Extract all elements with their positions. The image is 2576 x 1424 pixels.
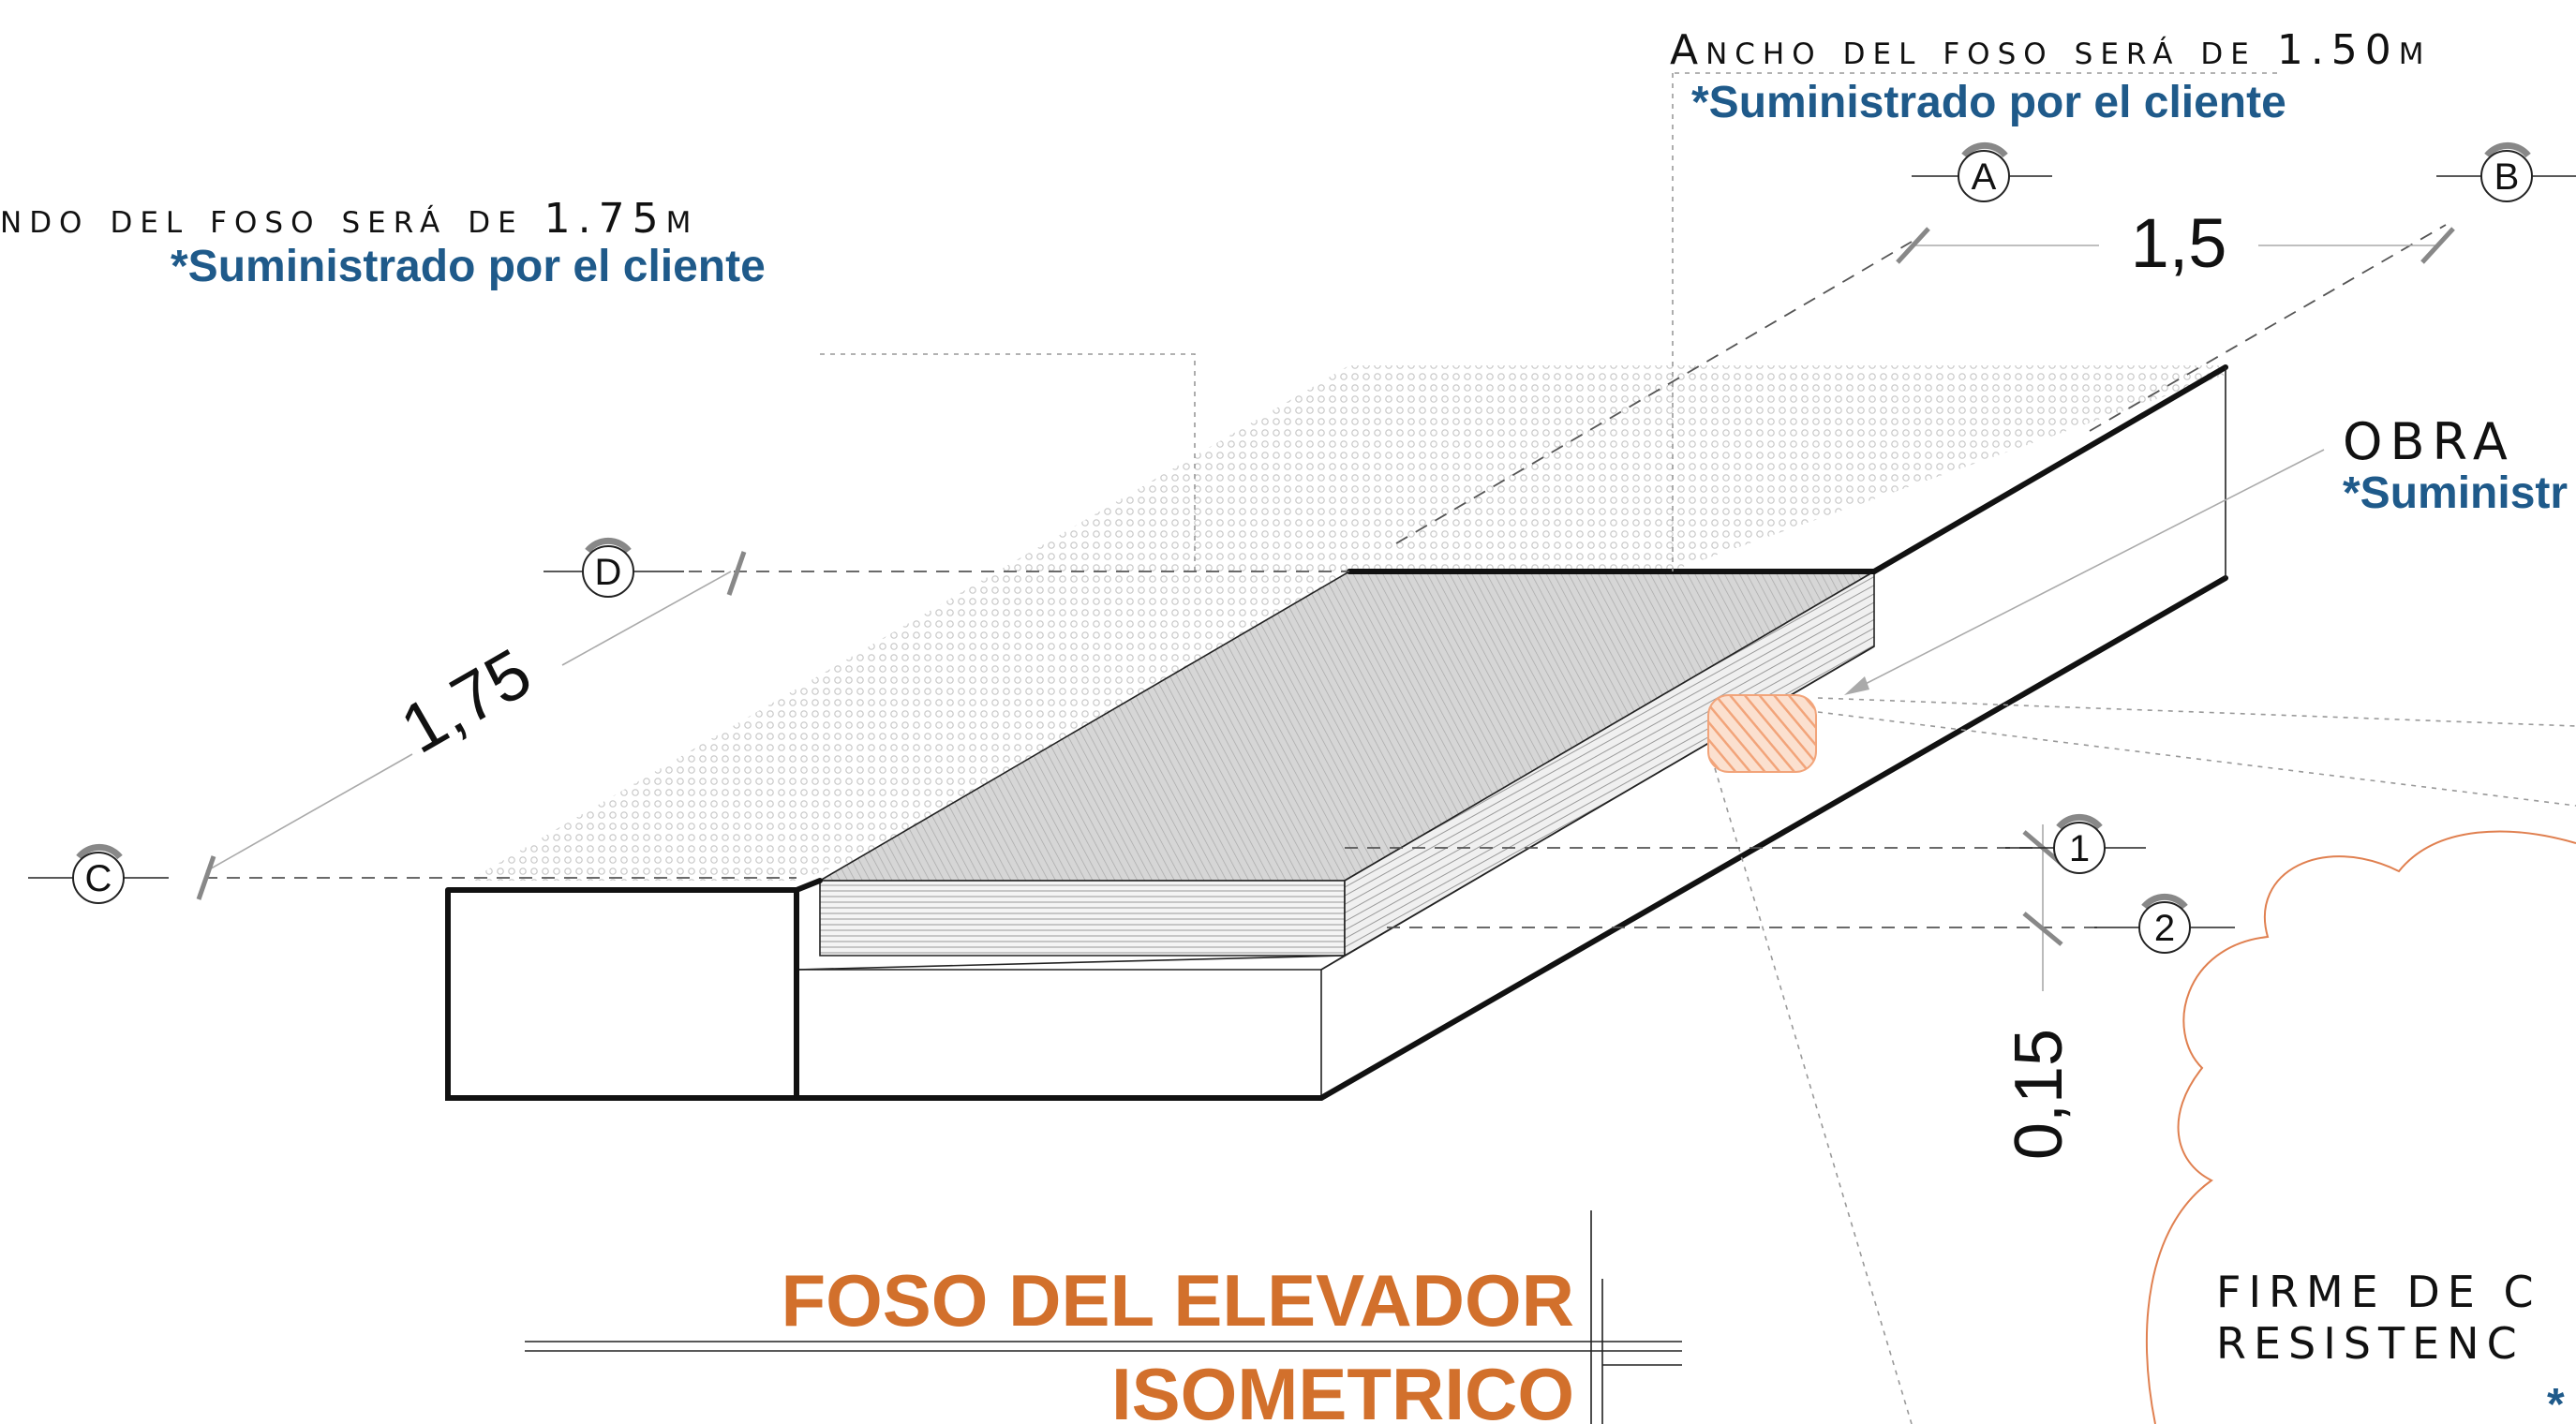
detail-callout-hatch (1707, 694, 1817, 773)
pit-base-front (796, 969, 1322, 1099)
svg-text:B: B (2494, 156, 2520, 198)
grid-bubble-1: 1 (2005, 813, 2146, 874)
dimension-fondo: 1,75 (388, 633, 543, 768)
grid-bubble-2: 2 (2094, 893, 2235, 954)
grid-bubble-d: D (543, 537, 684, 598)
revision-cloud (2145, 830, 2576, 1424)
grid-bubble-b: B (2436, 141, 2576, 202)
svg-text:D: D (595, 552, 622, 593)
label-obra: OBRA (2343, 412, 2515, 471)
label-firme-1: FIRME DE C (2216, 1267, 2541, 1317)
label-ancho: Ancho del foso será de 1.50m (1670, 26, 2432, 74)
note-cliente-obra: *Suministr (2343, 468, 2568, 518)
note-cliente-ancho: *Suministrado por el cliente (1691, 78, 2286, 127)
drawing-title: FOSO DEL ELEVADOR (781, 1259, 1574, 1342)
svg-text:1: 1 (2069, 828, 2090, 869)
label-firme-2: RESISTENC (2216, 1318, 2524, 1369)
label-fondo: ndo del foso será de 1.75m (0, 195, 698, 243)
note-cliente-firme: * (2547, 1380, 2565, 1424)
grid-bubble-a: A (1912, 141, 2052, 202)
pit-slab-front-face (819, 880, 1346, 957)
note-cliente-fondo: *Suministrado por el cliente (171, 242, 766, 291)
svg-text:A: A (1972, 156, 1997, 198)
svg-text:C: C (85, 858, 112, 899)
grid-bubble-c: C (28, 843, 169, 904)
left-wall-block (448, 890, 797, 1098)
svg-text:2: 2 (2154, 908, 2175, 949)
dimension-ancho: 1,5 (2131, 204, 2227, 282)
dimension-espesor: 0,15 (2002, 1029, 2077, 1160)
drawing-subtitle: ISOMETRICO (1111, 1353, 1574, 1424)
